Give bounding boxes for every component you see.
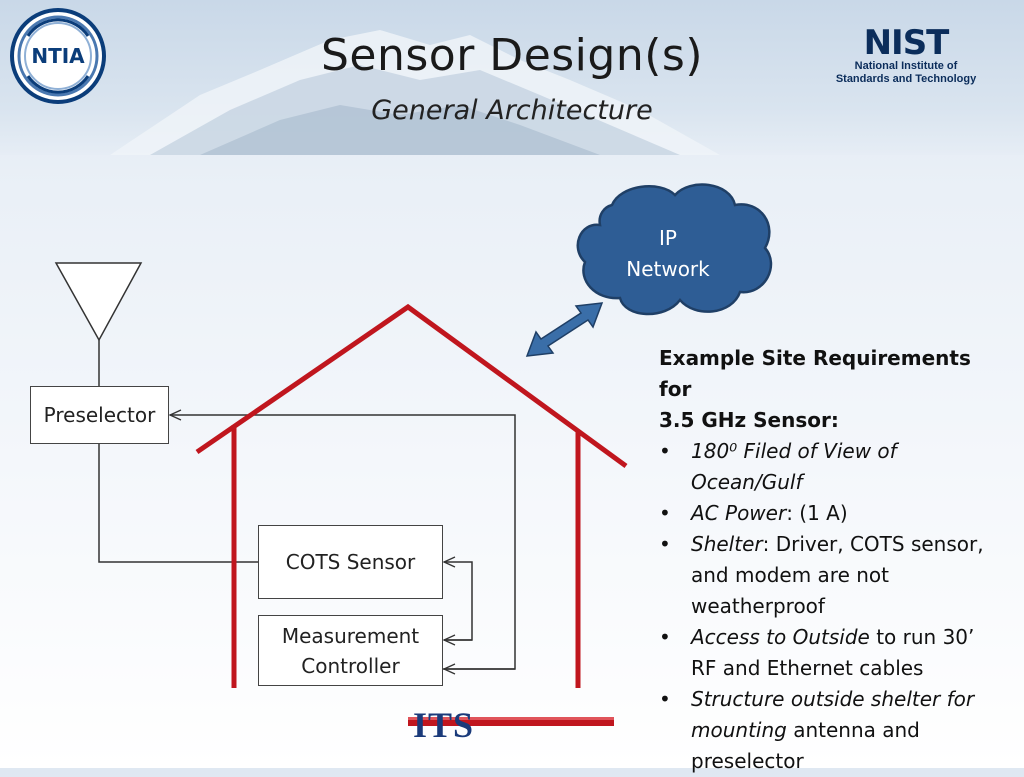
nist-logo: NIST National Institute of Standards and… bbox=[826, 26, 986, 86]
requirement-item: • 180⁰ Filed of View of Ocean/Gulf bbox=[659, 436, 1004, 498]
measurement-controller-line2: Controller bbox=[301, 653, 400, 678]
ntia-logo: NTIA bbox=[8, 6, 108, 111]
preselector-box: Preselector bbox=[30, 386, 169, 444]
page-title: Sensor Design(s) bbox=[321, 30, 703, 81]
nist-logo-subtext: National Institute of Standards and Tech… bbox=[826, 60, 986, 86]
requirement-emphasis: Structure outside shelter for mounting bbox=[691, 687, 975, 742]
ip-network-label: IP Network bbox=[600, 223, 736, 285]
measurement-controller-line1: Measurement bbox=[281, 623, 420, 648]
bullet-icon: • bbox=[659, 625, 671, 649]
ip-network-label-line2: Network bbox=[626, 257, 710, 281]
requirement-item: • Shelter: Driver, COTS sensor, and modem… bbox=[659, 529, 1004, 622]
requirement-emphasis: Shelter bbox=[691, 532, 763, 556]
bullet-icon: • bbox=[659, 532, 671, 556]
requirement-emphasis: AC Power bbox=[691, 501, 787, 525]
ntia-logo-text: NTIA bbox=[31, 44, 85, 68]
requirement-text: : (1 A) bbox=[786, 501, 848, 525]
nist-logo-line1: National Institute of bbox=[854, 60, 958, 72]
its-logo-bar bbox=[408, 717, 614, 726]
controller-to-sensor-line bbox=[442, 556, 473, 641]
requirement-item: • Access to Outside to run 30’ RF and Eth… bbox=[659, 622, 1004, 684]
antenna-icon bbox=[54, 262, 143, 342]
measurement-controller-box: Measurement Controller bbox=[258, 615, 443, 686]
bullet-icon: • bbox=[659, 501, 671, 525]
ip-network-label-line1: IP bbox=[659, 226, 677, 250]
requirement-text: to run 30’ RF and Ethernet cables bbox=[691, 625, 975, 680]
bullet-icon: • bbox=[659, 439, 671, 463]
bullet-icon: • bbox=[659, 687, 671, 711]
requirements-heading-line2: 3.5 GHz Sensor: bbox=[659, 408, 839, 432]
requirements-list: • 180⁰ Filed of View of Ocean/Gulf • AC Po… bbox=[659, 436, 1004, 777]
requirement-text: : Driver, COTS sensor, and modem are not… bbox=[691, 532, 984, 618]
its-logo-text: ITS bbox=[413, 705, 475, 745]
network-link-double-arrow bbox=[525, 302, 604, 357]
page-subtitle: General Architecture bbox=[371, 95, 653, 126]
requirement-emphasis: 180⁰ Filed of View of Ocean/Gulf bbox=[691, 439, 897, 494]
nist-logo-word: NIST bbox=[863, 23, 950, 63]
mountain-background bbox=[110, 30, 720, 155]
requirement-item: • AC Power: (1 A) bbox=[659, 498, 1004, 529]
requirements-heading-line1: Example Site Requirements for bbox=[659, 346, 971, 401]
ip-network-cloud-icon bbox=[576, 183, 773, 316]
requirement-item: •Structure outside shelter for mounting … bbox=[659, 684, 1004, 777]
nist-logo-line2: Standards and Technology bbox=[835, 73, 977, 85]
requirements-heading: Example Site Requirements for 3.5 GHz Se… bbox=[659, 343, 1004, 436]
preselector-to-sensor-line bbox=[98, 444, 258, 563]
shelter-house-icon bbox=[195, 303, 628, 688]
site-requirements-panel: Example Site Requirements for 3.5 GHz Se… bbox=[659, 343, 1004, 777]
cots-sensor-box: COTS Sensor bbox=[258, 525, 443, 599]
requirement-emphasis: Access to Outside bbox=[691, 625, 870, 649]
